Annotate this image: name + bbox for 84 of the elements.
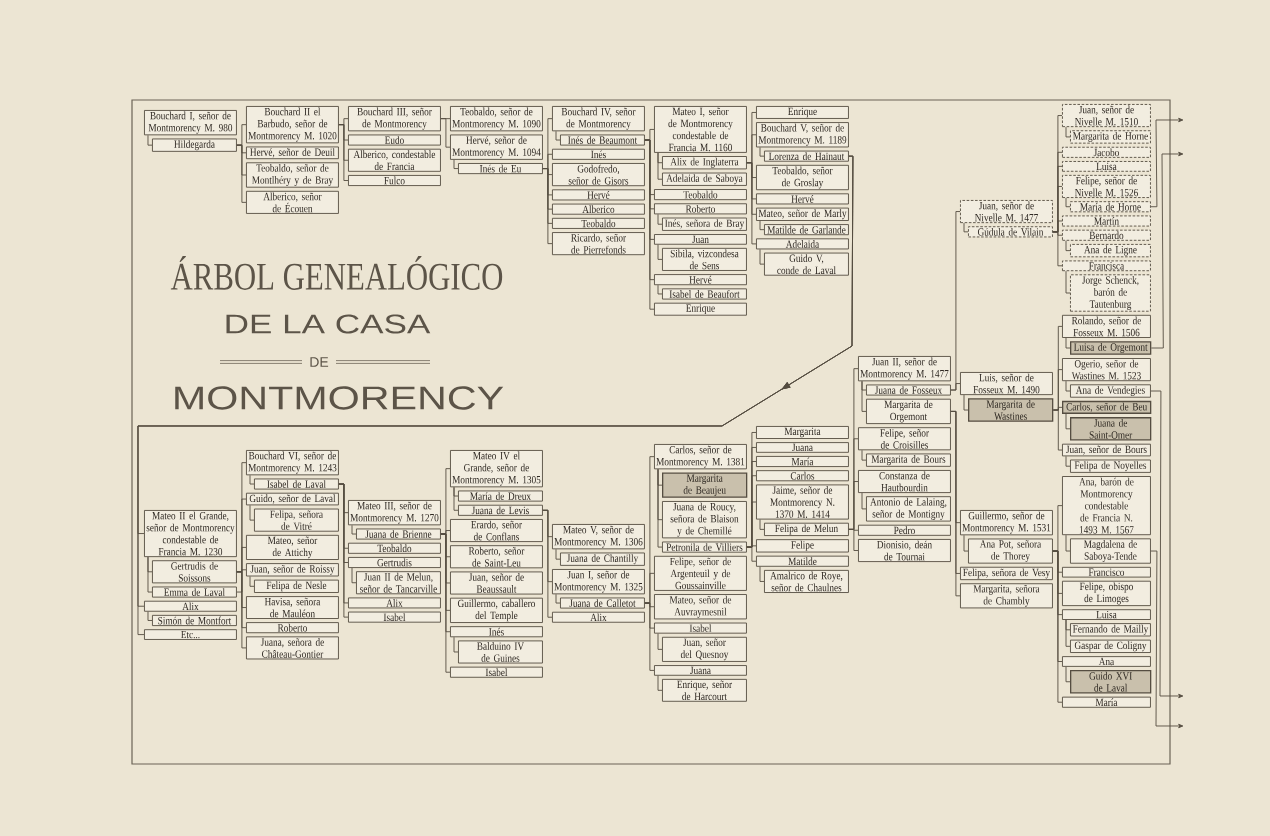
- connector-line: [147, 611, 153, 621]
- connector-line: [236, 498, 247, 593]
- connector-line: [249, 474, 255, 485]
- connector-line: [746, 134, 757, 164]
- connector-line: [440, 468, 451, 535]
- connector-line: [657, 633, 663, 650]
- connector-line: [861, 380, 867, 412]
- connector-line: [950, 383, 961, 391]
- connector-line: [1065, 534, 1071, 552]
- connector-line: [644, 139, 655, 310]
- connector-line: [440, 533, 451, 673]
- connector-line: [236, 546, 247, 573]
- connector-line: [453, 159, 459, 169]
- connector-line: [657, 468, 663, 548]
- connector-line: [338, 124, 349, 181]
- connector-line: [1065, 337, 1071, 349]
- connector-line: [746, 546, 757, 562]
- connector-line: [759, 220, 765, 231]
- connector-line: [644, 129, 655, 141]
- connector-line: [759, 248, 765, 265]
- connector-line: [963, 222, 969, 233]
- connector-line: [440, 118, 451, 148]
- arrow: [1150, 390, 1184, 699]
- connector-line: [1065, 455, 1071, 467]
- connector-line: [746, 501, 757, 548]
- connector-line: [147, 556, 153, 593]
- connector-line: [1065, 380, 1071, 392]
- connector-line: [1052, 220, 1063, 233]
- connector-line: [1065, 126, 1071, 138]
- connector-line: [848, 528, 859, 551]
- connector-line: [1065, 619, 1071, 647]
- subtitle: MONTMORENCY: [175, 386, 504, 410]
- connector-line: [542, 153, 553, 169]
- connector-line: [1052, 369, 1063, 411]
- connector-line: [351, 567, 357, 584]
- connector-line: [657, 675, 663, 691]
- arrow: [1150, 550, 1184, 729]
- connector-line: [555, 593, 561, 604]
- connector-line: [1065, 666, 1071, 683]
- connector-line: [249, 504, 255, 521]
- connector-line: [453, 486, 459, 511]
- connector-line: [746, 545, 757, 548]
- arrow: [1150, 117, 1184, 208]
- connector-line: [453, 636, 459, 653]
- connector-line: [746, 162, 757, 245]
- connector-line: [861, 449, 867, 461]
- connector-line: [440, 530, 451, 535]
- connector-line: [542, 509, 553, 618]
- connector-line: [555, 548, 561, 560]
- title: ÁRBOL GENEALÓGICO: [170, 256, 503, 290]
- connector-line: [963, 394, 969, 411]
- connector-line: [236, 124, 247, 146]
- connector-line: [1065, 270, 1071, 294]
- connector-line: [644, 602, 655, 671]
- connector-line: [657, 152, 663, 180]
- connector-line: [861, 492, 867, 510]
- connector-line: [236, 569, 247, 573]
- connector-line: [1052, 406, 1063, 411]
- connector-line: [249, 576, 255, 587]
- connector-line: [338, 118, 349, 126]
- connector-line: [657, 213, 663, 225]
- connector-line: [644, 572, 655, 604]
- connector-line: [759, 519, 765, 530]
- connector-line: [1052, 505, 1063, 552]
- connector-line: [759, 147, 765, 157]
- connector-line: [1052, 409, 1063, 451]
- connector-line: [1052, 231, 1063, 267]
- subtitle: DE LA CASA: [226, 314, 431, 334]
- connector-line: [657, 284, 663, 295]
- connector-line: [657, 244, 663, 260]
- connector-line: [236, 144, 247, 203]
- arrow: [1150, 151, 1184, 349]
- connector-line: [147, 134, 153, 146]
- connector-line: [555, 130, 561, 141]
- connector-line: [351, 524, 357, 535]
- connector-line: [1065, 240, 1071, 252]
- connector-line: [1065, 197, 1071, 208]
- connector-line: [236, 571, 247, 649]
- connector-line: [848, 481, 859, 530]
- connector-line: [963, 534, 969, 552]
- connector-line: [759, 566, 765, 582]
- connector-line: [1052, 550, 1063, 703]
- connector-line: [542, 168, 553, 245]
- connector-line: [1065, 413, 1071, 430]
